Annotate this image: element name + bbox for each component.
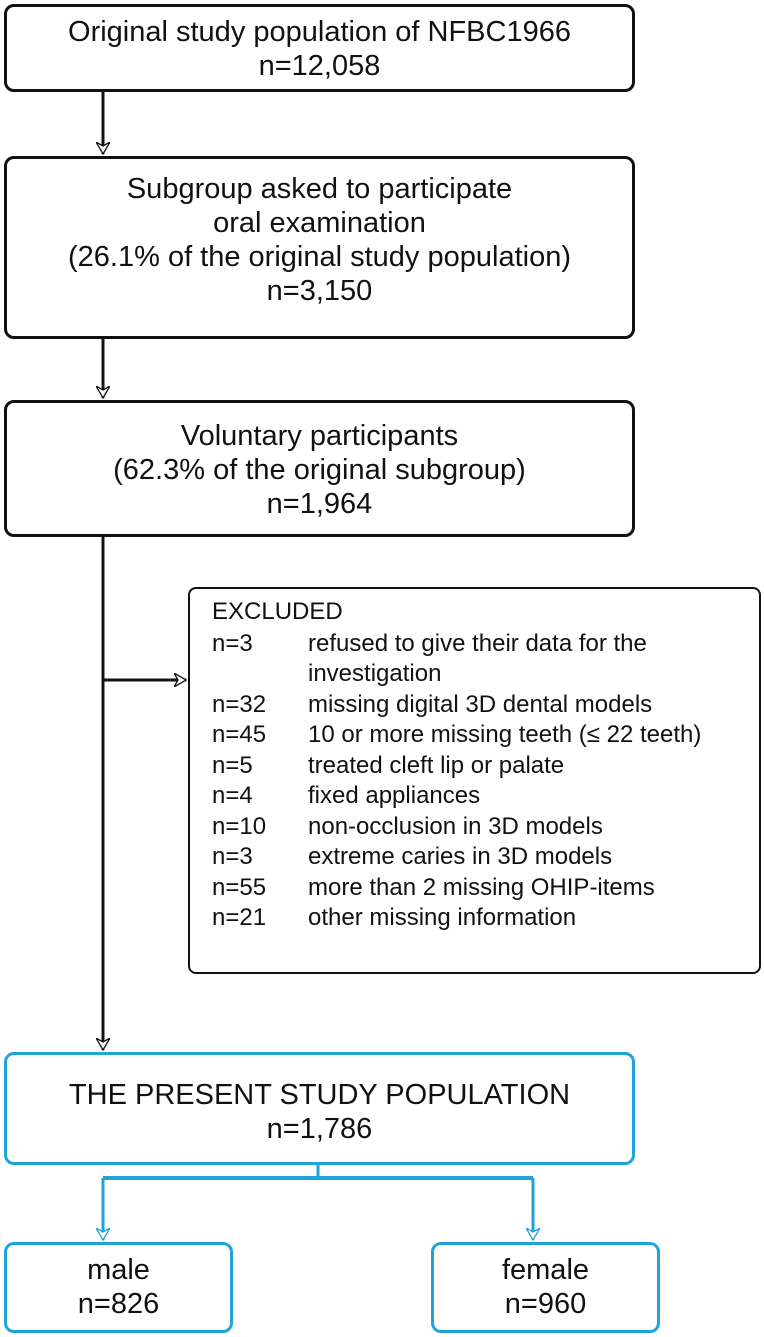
excluded-count: n=5 — [212, 751, 253, 779]
excluded-count: n=45 — [212, 721, 267, 748]
male-box: male n=826 — [4, 1242, 233, 1333]
excluded-row: n=3 extreme caries in 3D models — [212, 842, 759, 873]
excluded-count: n=55 — [212, 873, 267, 901]
excluded-row: n=5 treated cleft lip or palate — [212, 751, 759, 782]
subgroup-line-1: Subgroup asked to participate — [126, 173, 513, 205]
excluded-row: n=55 more than 2 missing OHIP-items — [212, 873, 759, 904]
present-study-population-box: THE PRESENT STUDY POPULATION n=1,786 — [4, 1052, 635, 1165]
original-count: n=12,058 — [258, 50, 381, 82]
excluded-count: n=3 — [212, 843, 253, 870]
female-box: female n=960 — [431, 1242, 660, 1333]
subgroup-count: n=3,150 — [266, 275, 373, 307]
excluded-count: n=4 — [212, 782, 253, 809]
voluntary-participants-box: Voluntary participants (62.3% of the ori… — [4, 400, 635, 537]
female-count: n=960 — [504, 1288, 587, 1320]
voluntary-percent: (62.3% of the original subgroup) — [113, 454, 526, 486]
voluntary-title: Voluntary participants — [180, 420, 459, 452]
excluded-reason: refused to give their data for the inves… — [308, 629, 647, 688]
present-count: n=1,786 — [266, 1113, 373, 1145]
excluded-count: n=3 — [212, 629, 253, 657]
subgroup-box: Subgroup asked to participate oral exami… — [4, 156, 635, 339]
excluded-reason: extreme caries in 3D models — [308, 843, 613, 870]
excluded-row: n=4 fixed appliances — [212, 781, 759, 812]
excluded-row: n=21 other missing information — [212, 903, 759, 934]
original-title: Original study population of NFBC1966 — [68, 16, 571, 48]
excluded-count: n=10 — [212, 812, 267, 840]
excluded-reason: other missing information — [308, 904, 577, 931]
excluded-reason: more than 2 missing OHIP-items — [308, 873, 655, 901]
excluded-reason: fixed appliances — [308, 782, 481, 809]
excluded-row: n=32 missing digital 3D dental models — [212, 690, 759, 721]
subgroup-line-2: oral examination — [213, 207, 426, 239]
subgroup-percent: (26.1% of the original study population) — [68, 241, 571, 273]
excluded-reason: missing digital 3D dental models — [308, 690, 653, 718]
excluded-count: n=21 — [212, 904, 267, 931]
excluded-title: EXCLUDED — [212, 598, 343, 625]
female-label: female — [501, 1254, 590, 1286]
male-label: male — [87, 1254, 150, 1286]
excluded-row: n=45 10 or more missing teeth (≤ 22 teet… — [212, 720, 759, 751]
male-count: n=826 — [77, 1288, 160, 1320]
excluded-reason: treated cleft lip or palate — [308, 751, 565, 779]
excluded-count: n=32 — [212, 690, 267, 718]
excluded-reason: 10 or more missing teeth (≤ 22 teeth) — [308, 721, 702, 748]
excluded-row: n=3 refused to give their data for the i… — [212, 629, 759, 690]
excluded-row: n=10 non-occlusion in 3D models — [212, 812, 759, 843]
excluded-reason: non-occlusion in 3D models — [308, 812, 603, 840]
voluntary-count: n=1,964 — [266, 488, 373, 520]
original-population-box: Original study population of NFBC1966 n=… — [4, 4, 635, 92]
present-title: THE PRESENT STUDY POPULATION — [68, 1079, 571, 1111]
excluded-box: EXCLUDED n=3 refused to give their data … — [188, 587, 761, 974]
